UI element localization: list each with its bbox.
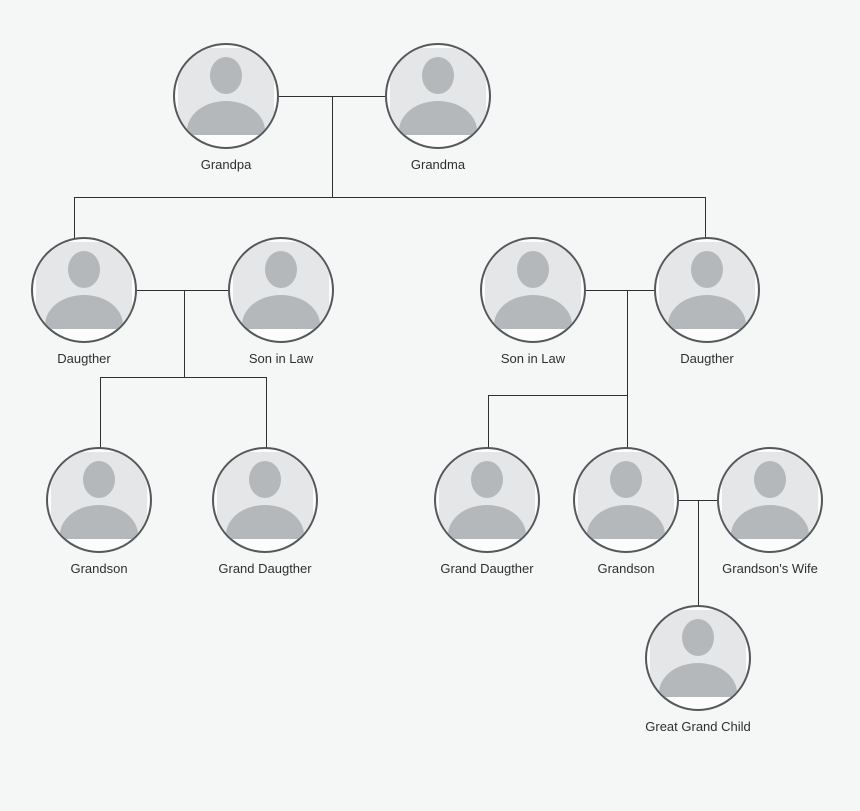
connector-line-gen1-drop [332, 96, 333, 197]
person-avatar-icon [173, 43, 279, 149]
person-avatar-icon [46, 447, 152, 553]
person-node-daughter-right[interactable]: Daugther [654, 237, 760, 367]
person-label: Daugther [57, 351, 111, 366]
person-avatar-icon [385, 43, 491, 149]
person-avatar-icon [480, 237, 586, 343]
person-avatar-icon [212, 447, 318, 553]
person-node-grandson-left[interactable]: Grandson [46, 447, 152, 577]
person-avatar-icon [645, 605, 751, 711]
person-node-great-grand-child[interactable]: Great Grand Child [645, 605, 751, 735]
connector-line-couple-right-drop [627, 290, 628, 448]
person-label: Son in Law [248, 351, 314, 366]
connector-line-gen2-bar [74, 197, 706, 198]
person-node-son-in-law-right[interactable]: Son in Law [480, 237, 586, 367]
person-avatar-icon [717, 447, 823, 553]
connector-line-grand-daughter-right-drop [488, 395, 489, 448]
person-label: Grand Daugther [440, 561, 534, 576]
connector-line-grandson-left-drop [100, 377, 101, 448]
person-node-daughter-left[interactable]: Daugther [31, 237, 137, 367]
person-label: Grandma [410, 157, 466, 172]
connector-line-gen3-left-bar [100, 377, 267, 378]
person-node-grandpa[interactable]: Grandpa [173, 43, 279, 173]
person-label: Grand Daugther [218, 561, 312, 576]
person-node-grandsons-wife[interactable]: Grandson's Wife [717, 447, 823, 577]
connector-line-couple-left [137, 290, 228, 291]
person-label: Great Grand Child [645, 719, 751, 734]
connector-line-daughter-left-drop [74, 197, 75, 239]
person-avatar-icon [31, 237, 137, 343]
person-node-grand-daughter-right[interactable]: Grand Daugther [434, 447, 540, 577]
connector-line-couple-left-drop [184, 290, 185, 378]
person-label: Grandson's Wife [722, 561, 818, 576]
person-node-son-in-law-left[interactable]: Son in Law [228, 237, 334, 367]
person-label: Son in Law [500, 351, 566, 366]
person-label: Grandpa [200, 157, 252, 172]
person-avatar-icon [654, 237, 760, 343]
person-node-grandma[interactable]: Grandma [385, 43, 491, 173]
connector-line-couple-right [586, 290, 655, 291]
connector-line-gen3-right-bar [488, 395, 628, 396]
connector-line-great-grand-child-drop [698, 500, 699, 606]
person-avatar-icon [434, 447, 540, 553]
person-label: Daugther [680, 351, 734, 366]
connector-line-grand-daughter-left-drop [266, 377, 267, 448]
person-node-grand-daughter-left[interactable]: Grand Daugther [212, 447, 318, 577]
person-avatar-icon [228, 237, 334, 343]
person-avatar-icon [573, 447, 679, 553]
person-node-grandson-right[interactable]: Grandson [573, 447, 679, 577]
person-label: Grandson [70, 561, 128, 576]
person-label: Grandson [597, 561, 655, 576]
connector-line-daughter-right-drop [705, 197, 706, 238]
